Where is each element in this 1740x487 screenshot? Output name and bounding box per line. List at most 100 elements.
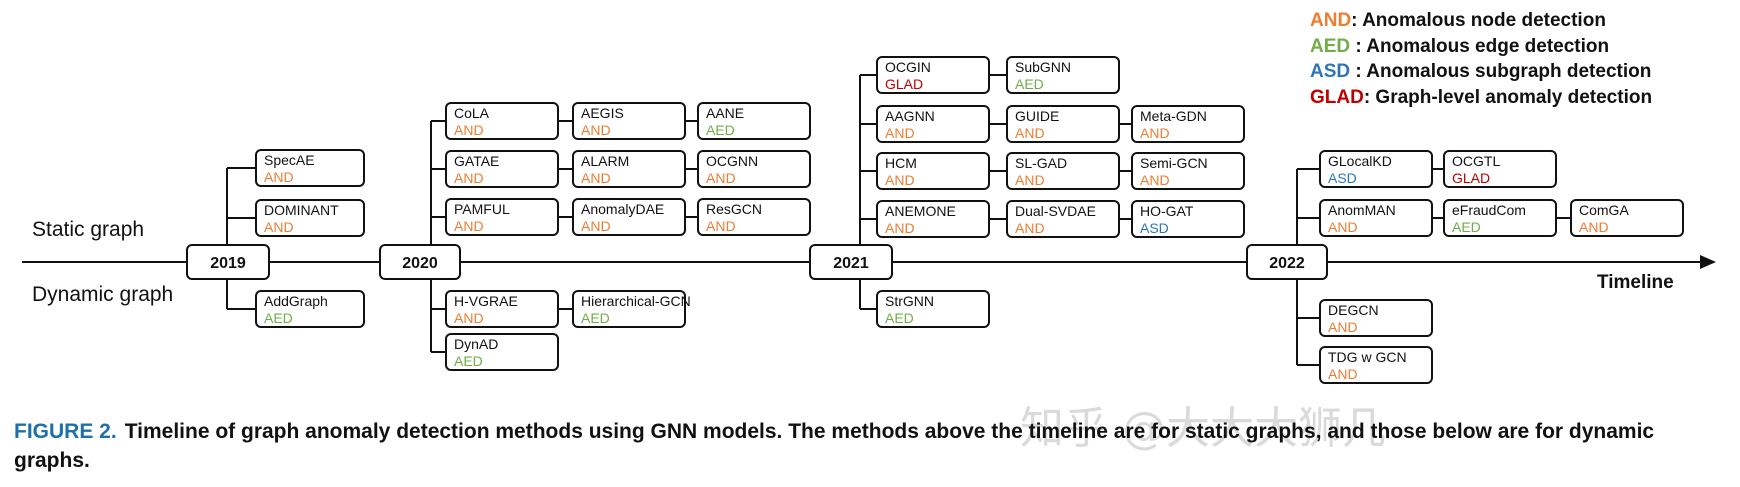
year-box-2019: 2019 bbox=[186, 244, 270, 280]
method-box-border bbox=[697, 102, 811, 140]
legend-label: : Anomalous edge detection bbox=[1350, 35, 1610, 57]
legend-item-asd: ASD : Anomalous subgraph detection bbox=[1310, 59, 1652, 85]
method-box-border bbox=[697, 150, 811, 188]
method-tag: AED bbox=[885, 310, 914, 326]
method-box-border bbox=[445, 102, 559, 140]
method-name: OCGNN bbox=[706, 153, 758, 169]
method-name: SubGNN bbox=[1015, 59, 1071, 75]
method-tag: AND bbox=[1015, 220, 1045, 236]
method-box-border bbox=[572, 150, 686, 188]
method-tag: AED bbox=[264, 310, 293, 326]
method-tag: ASD bbox=[1140, 220, 1169, 236]
method-name: AnomalyDAE bbox=[581, 201, 664, 217]
method-box-border bbox=[876, 290, 990, 328]
year-box-border bbox=[1246, 244, 1328, 280]
method-tag: AND bbox=[1579, 219, 1609, 235]
method-name: GUIDE bbox=[1015, 108, 1059, 124]
method-tag: AND bbox=[264, 219, 294, 235]
method-name: StrGNN bbox=[885, 293, 934, 309]
method-name: Semi-GCN bbox=[1140, 155, 1208, 171]
method-name: PAMFUL bbox=[454, 201, 510, 217]
caption-text: Timeline of graph anomaly detection meth… bbox=[14, 420, 1655, 472]
method-name: AAGNN bbox=[885, 108, 935, 124]
method-box-border bbox=[445, 198, 559, 236]
method-box-border bbox=[255, 199, 365, 237]
method-name: ResGCN bbox=[706, 201, 762, 217]
timeline-label: Timeline bbox=[1597, 272, 1674, 293]
method-tag: AND bbox=[1140, 125, 1170, 141]
year-box-2022: 2022 bbox=[1246, 244, 1328, 280]
method-tag: AND bbox=[885, 125, 915, 141]
legend-code: AND bbox=[1310, 10, 1352, 31]
method-name: H-VGRAE bbox=[454, 293, 518, 309]
method-box-border bbox=[1131, 152, 1245, 190]
method-tag: AND bbox=[454, 310, 484, 326]
method-name: AEGIS bbox=[581, 105, 624, 121]
method-tag: AND bbox=[1328, 219, 1358, 235]
method-box-border bbox=[1006, 152, 1120, 190]
year-label: 2021 bbox=[833, 255, 869, 272]
method-name: eFraudCom bbox=[1452, 202, 1526, 218]
method-name: HCM bbox=[885, 155, 917, 171]
method-name: SL-GAD bbox=[1015, 155, 1067, 171]
legend-code: ASD bbox=[1310, 61, 1351, 82]
method-name: AddGraph bbox=[264, 293, 328, 309]
method-tag: GLAD bbox=[1452, 170, 1490, 186]
method-name: Hierarchical-GCN bbox=[581, 293, 691, 309]
method-box-border bbox=[1319, 150, 1433, 188]
method-box-border bbox=[445, 333, 559, 371]
method-tag: AND bbox=[1015, 172, 1045, 188]
method-box-border bbox=[445, 290, 559, 328]
method-name: ANEMONE bbox=[885, 203, 956, 219]
method-tag: AND bbox=[1328, 366, 1358, 382]
year-label: 2019 bbox=[210, 255, 246, 272]
year-box-border bbox=[379, 244, 461, 280]
method-name: TDG w GCN bbox=[1328, 349, 1407, 365]
method-tag: AND bbox=[1140, 172, 1170, 188]
method-box-border bbox=[1131, 200, 1245, 238]
method-tag: AED bbox=[1452, 219, 1481, 235]
method-box-border bbox=[1570, 199, 1684, 237]
watermark: 知乎 @大大大狮几 bbox=[1020, 403, 1386, 454]
method-tag: AED bbox=[706, 122, 735, 138]
method-box-border bbox=[697, 198, 811, 236]
method-name: DynAD bbox=[454, 336, 498, 352]
method-box-border bbox=[572, 102, 686, 140]
method-tag: AND bbox=[264, 169, 294, 185]
method-tag: AND bbox=[1328, 319, 1358, 335]
legend-code: AED bbox=[1310, 35, 1351, 57]
method-tag: AND bbox=[581, 122, 611, 138]
method-tag: AND bbox=[454, 218, 484, 234]
legend: AND: Anomalous node detection AED : Anom… bbox=[1310, 8, 1652, 110]
method-name: OCGIN bbox=[885, 59, 931, 75]
legend-item-glad: GLAD: Graph-level anomaly detection bbox=[1310, 85, 1652, 111]
legend-item-and: AND: Anomalous node detection bbox=[1310, 8, 1652, 34]
method-name: GATAE bbox=[454, 153, 499, 169]
method-name: AANE bbox=[706, 105, 744, 121]
method-tag: AND bbox=[454, 170, 484, 186]
year-box-2020: 2020 bbox=[379, 244, 461, 280]
method-tag: AND bbox=[581, 170, 611, 186]
method-box-border bbox=[572, 198, 686, 236]
